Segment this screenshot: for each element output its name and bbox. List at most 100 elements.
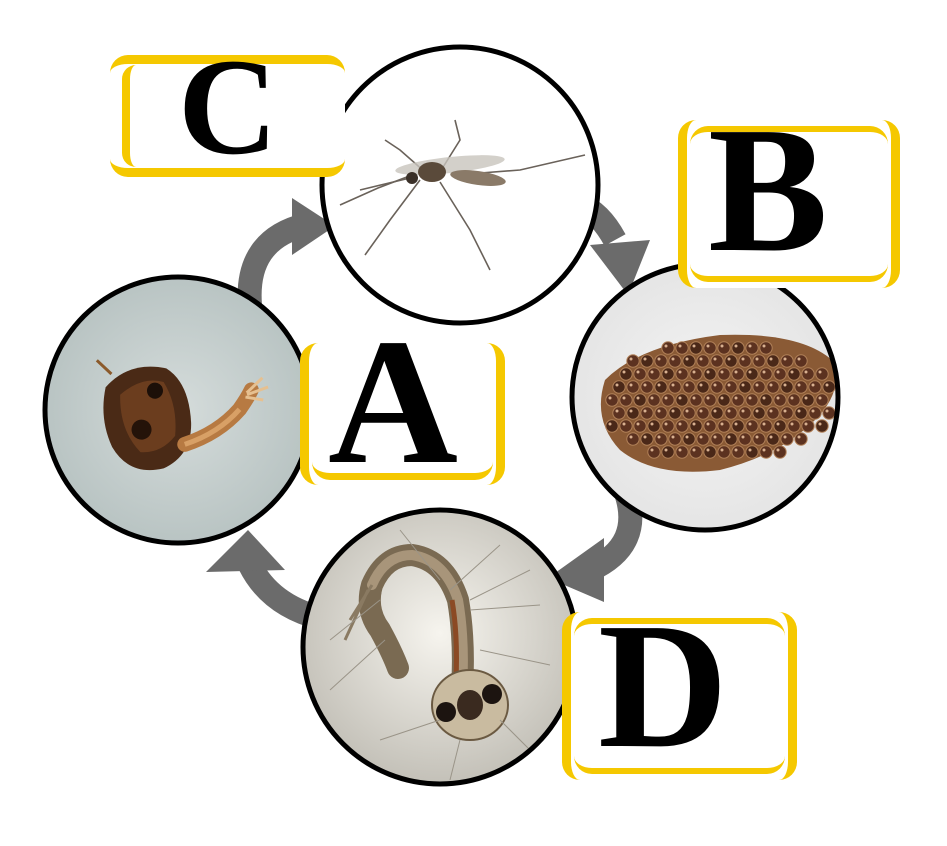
egg — [675, 341, 689, 355]
egg — [731, 445, 745, 459]
egg — [780, 432, 794, 446]
egg-highlight — [692, 344, 696, 348]
egg-highlight — [699, 357, 703, 361]
arrow-pupa-to-adult — [237, 198, 335, 306]
egg — [661, 393, 675, 407]
egg — [794, 432, 808, 446]
egg-highlight — [671, 357, 675, 361]
egg — [619, 393, 633, 407]
egg-highlight — [643, 383, 647, 387]
egg — [717, 419, 731, 433]
egg — [752, 354, 766, 368]
egg-cluster — [605, 341, 836, 459]
egg — [703, 445, 717, 459]
egg — [682, 354, 696, 368]
egg — [696, 380, 710, 394]
egg-highlight — [643, 357, 647, 361]
egg-highlight — [748, 448, 752, 452]
egg-highlight — [643, 435, 647, 439]
egg-highlight — [769, 435, 773, 439]
egg-highlight — [650, 396, 654, 400]
egg — [612, 406, 626, 420]
egg — [759, 445, 773, 459]
egg — [633, 393, 647, 407]
egg — [689, 445, 703, 459]
egg — [668, 380, 682, 394]
egg-highlight — [678, 344, 682, 348]
egg-highlight — [615, 409, 619, 413]
egg — [710, 354, 724, 368]
egg — [633, 367, 647, 381]
egg-highlight — [608, 396, 612, 400]
egg-highlight — [755, 409, 759, 413]
egg — [801, 393, 815, 407]
egg — [787, 367, 801, 381]
egg — [745, 445, 759, 459]
egg-highlight — [706, 396, 710, 400]
egg — [766, 406, 780, 420]
egg-highlight — [769, 409, 773, 413]
egg-highlight — [720, 370, 724, 374]
egg-highlight — [776, 448, 780, 452]
egg — [780, 354, 794, 368]
egg-highlight — [797, 357, 801, 361]
egg-highlight — [790, 396, 794, 400]
egg — [780, 406, 794, 420]
egg — [759, 419, 773, 433]
egg-highlight — [727, 357, 731, 361]
label-b: B — [708, 90, 829, 289]
egg-highlight — [783, 409, 787, 413]
egg-highlight — [629, 409, 633, 413]
egg — [815, 419, 829, 433]
egg — [717, 367, 731, 381]
egg — [668, 406, 682, 420]
egg — [647, 445, 661, 459]
egg-highlight — [720, 396, 724, 400]
egg-highlight — [783, 383, 787, 387]
egg — [633, 419, 647, 433]
egg-highlight — [741, 383, 745, 387]
egg-highlight — [811, 409, 815, 413]
egg-highlight — [685, 409, 689, 413]
egg-highlight — [706, 370, 710, 374]
arrow-larva-to-pupa — [206, 530, 324, 630]
egg-highlight — [727, 409, 731, 413]
egg-highlight — [713, 409, 717, 413]
egg-highlight — [678, 396, 682, 400]
egg-highlight — [825, 409, 829, 413]
egg-highlight — [615, 383, 619, 387]
egg-raft-image — [600, 334, 836, 472]
egg-highlight — [664, 344, 668, 348]
adult-mosquito-image — [339, 119, 586, 271]
egg-highlight — [818, 396, 822, 400]
egg-highlight — [692, 422, 696, 426]
egg-highlight — [804, 422, 808, 426]
egg — [759, 367, 773, 381]
egg-highlight — [664, 448, 668, 452]
egg — [724, 380, 738, 394]
egg — [738, 432, 752, 446]
pupa-stage — [42, 274, 314, 546]
adult-stage — [319, 44, 601, 326]
egg — [682, 432, 696, 446]
egg — [640, 406, 654, 420]
egg-highlight — [776, 370, 780, 374]
egg — [752, 380, 766, 394]
egg — [752, 432, 766, 446]
egg — [710, 406, 724, 420]
egg — [801, 419, 815, 433]
egg-highlight — [776, 396, 780, 400]
egg-highlight — [797, 435, 801, 439]
egg — [724, 432, 738, 446]
egg-highlight — [685, 435, 689, 439]
label-c-inner — [122, 65, 333, 167]
egg — [745, 419, 759, 433]
egg — [773, 445, 787, 459]
egg — [612, 380, 626, 394]
egg — [731, 419, 745, 433]
egg-highlight — [650, 422, 654, 426]
egg-stage — [569, 261, 841, 533]
egg-highlight — [748, 422, 752, 426]
egg — [738, 354, 752, 368]
egg-highlight — [699, 383, 703, 387]
